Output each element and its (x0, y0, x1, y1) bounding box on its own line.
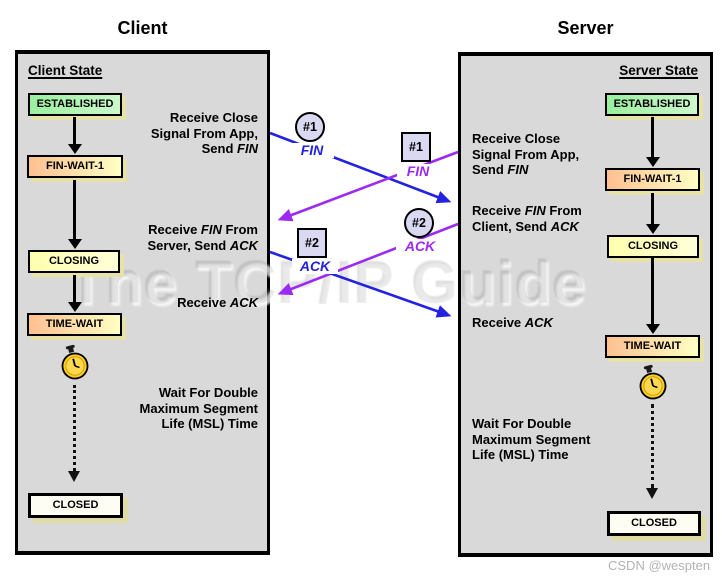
client-dotted-arrow-timewait-to-closed (68, 385, 80, 482)
client-state-heading: Client State (28, 63, 103, 78)
server-fin-segment-label: FIN (397, 164, 439, 179)
server-state-fin-wait-1: FIN-WAIT-1 (605, 168, 700, 191)
client-fin-segment-badge: #1 (295, 112, 325, 142)
server-ack-segment-badge: #2 (404, 208, 434, 238)
server-note-wait-msl: Wait For Double Maximum Segment Life (MS… (472, 416, 591, 463)
client-column-title: Client (117, 18, 168, 38)
client-arrow-finwait-to-closing (67, 180, 82, 249)
server-arrow-established-to-finwait (645, 117, 660, 167)
client-ack-segment-badge: #2 (297, 228, 327, 258)
client-arrow-closing-to-timewait (67, 275, 82, 312)
client-state-closed: CLOSED (28, 493, 123, 518)
client-state-fin-wait-1: FIN-WAIT-1 (27, 155, 123, 178)
server-state-established: ESTABLISHED (605, 93, 699, 116)
server-panel: Server State ESTABLISHED FIN-WAIT-1 CLOS… (458, 52, 713, 557)
server-note-receive-close-signal: Receive Close Signal From App, Send FIN (472, 131, 580, 178)
client-state-closing: CLOSING (28, 250, 120, 273)
server-msl-timer-clock-icon (639, 364, 667, 400)
client-state-established: ESTABLISHED (28, 93, 122, 116)
server-fin-arrow (277, 150, 459, 222)
server-fin-segment-badge: #1 (401, 132, 431, 162)
server-note-receive-ack: Receive ACK (472, 315, 553, 330)
client-state-time-wait: TIME-WAIT (27, 313, 122, 336)
server-ack-segment-label: ACK (396, 239, 444, 254)
server-state-closing: CLOSING (607, 235, 699, 258)
server-dotted-arrow-timewait-to-closed (646, 404, 658, 499)
csdn-credit: CSDN @wespten (608, 558, 711, 573)
client-note-wait-msl: Wait For Double Maximum Segment Life (MS… (139, 385, 258, 432)
client-panel: Client State ESTABLISHED FIN-WAIT-1 CLOS… (15, 50, 270, 555)
server-arrow-closing-to-timewait (645, 258, 660, 334)
server-column-title: Server (557, 18, 614, 38)
server-state-time-wait: TIME-WAIT (605, 335, 700, 358)
client-msl-timer-clock-icon (61, 344, 89, 380)
client-arrow-established-to-finwait (67, 117, 82, 154)
server-note-receive-fin-send-ack: Receive FIN From Client, Send ACK (472, 203, 582, 234)
server-state-closed: CLOSED (607, 511, 701, 536)
server-state-heading: Server State (619, 63, 698, 78)
client-note-receive-close-signal: Receive Close Signal From App, Send FIN (150, 110, 258, 157)
server-arrow-finwait-to-closing (645, 193, 660, 234)
client-ack-segment-label: ACK (292, 259, 338, 274)
client-note-receive-fin-send-ack: Receive FIN From Server, Send ACK (147, 222, 258, 253)
client-note-receive-ack: Receive ACK (177, 295, 258, 310)
client-fin-segment-label: FIN (290, 143, 334, 158)
